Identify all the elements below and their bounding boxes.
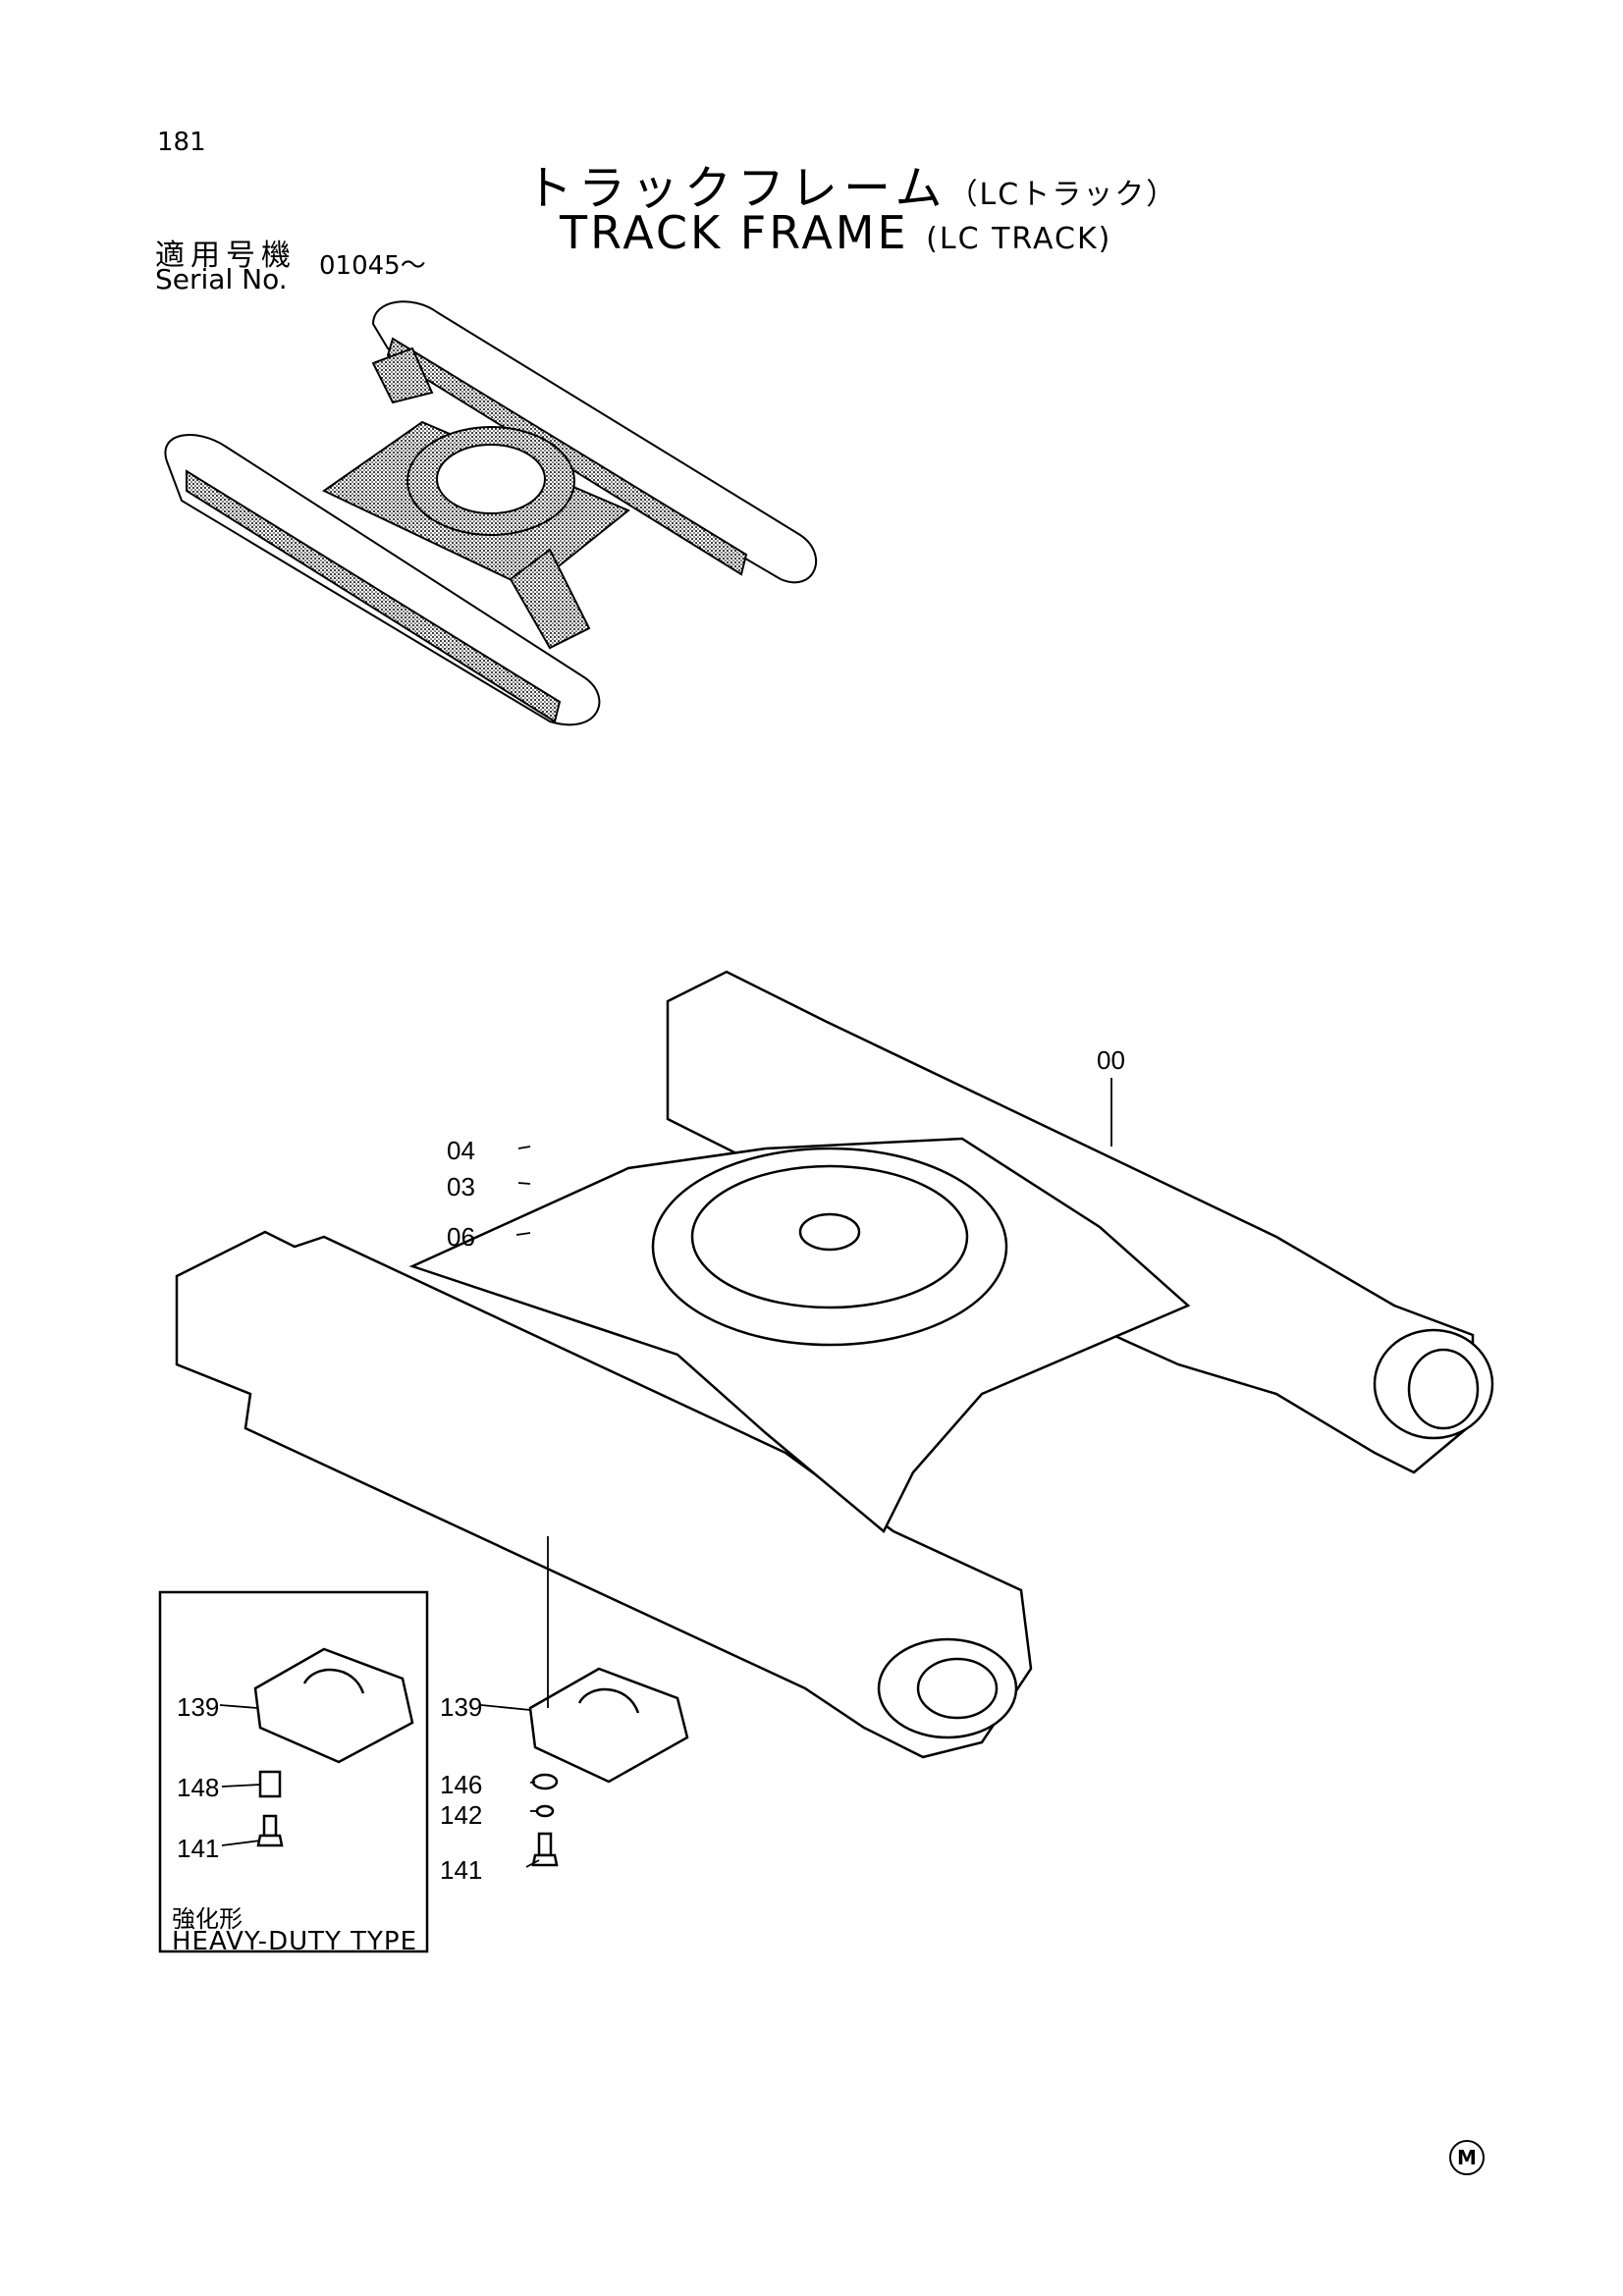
leader-lines	[219, 1078, 1112, 1868]
inset-callout-141: 141	[177, 1834, 220, 1863]
serial-label-jp: 適用号機	[155, 239, 297, 273]
overview-illustration	[164, 300, 818, 726]
page-title-en: TRACK FRAME (LC TRACK)	[560, 206, 1111, 259]
callout-146: 146	[440, 1770, 483, 1799]
inset-callout-148: 148	[177, 1773, 220, 1802]
page-title-jp: トラックフレーム（LCトラック）	[525, 149, 1177, 218]
rail-guard-illustration	[528, 1667, 689, 1867]
callout-04: 04	[447, 1136, 475, 1165]
callout-142: 142	[440, 1800, 483, 1830]
m-mark: M	[1449, 2140, 1485, 2175]
title-jp-sub: （LCトラック）	[947, 178, 1178, 212]
track-frame-illustration	[175, 970, 1494, 1759]
serial-label-en: Serial No.	[155, 263, 288, 295]
inset-label-en: HEAVY-DUTY TYPE	[172, 1927, 418, 1956]
callout-141: 141	[440, 1855, 483, 1885]
title-en-main: TRACK FRAME	[560, 206, 909, 259]
callout-03: 03	[447, 1172, 475, 1201]
inset-label-jp: 強化形	[172, 1905, 243, 1933]
heavy-duty-illustration	[253, 1647, 414, 1847]
callout-00: 00	[1097, 1045, 1125, 1075]
title-jp-main: トラックフレーム	[525, 161, 948, 216]
callout-06: 06	[447, 1222, 475, 1252]
page-number: 181	[157, 128, 206, 157]
callout-139: 139	[440, 1692, 483, 1722]
title-en-sub: (LC TRACK)	[926, 222, 1112, 256]
serial-range: 01045～	[319, 251, 426, 281]
inset-frame	[158, 1590, 429, 1953]
inset-callout-139: 139	[177, 1692, 220, 1722]
